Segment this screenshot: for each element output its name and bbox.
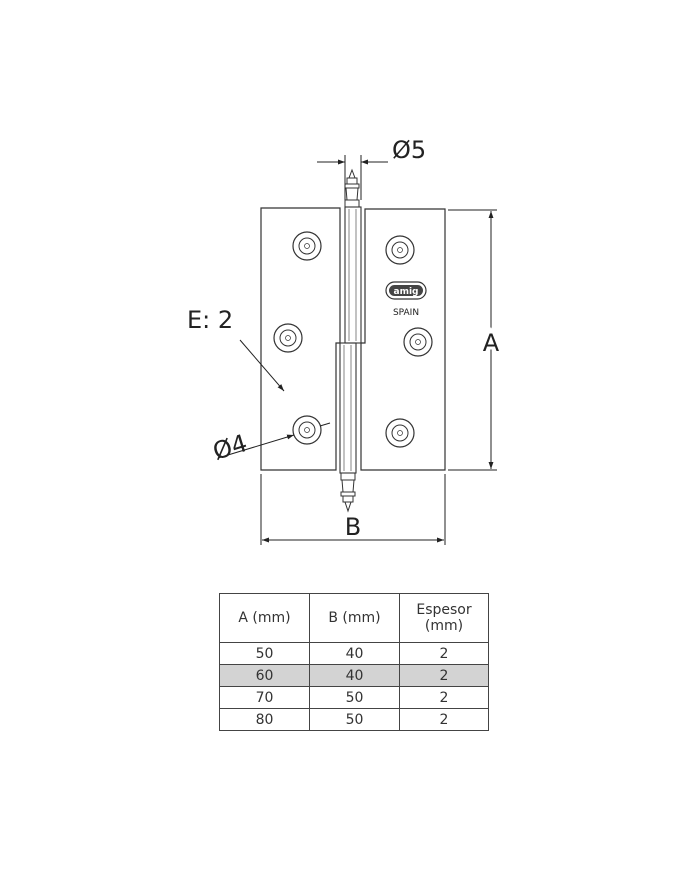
cell-thickness: 2	[399, 686, 489, 709]
screw-hole	[385, 418, 415, 448]
origin-text: SPAIN	[393, 308, 419, 318]
pin-diameter-label: Ø5	[392, 136, 426, 164]
header-b: B (mm)	[309, 593, 400, 643]
right-leaf	[360, 208, 446, 471]
table-header-row: A (mm) B (mm) Espesor (mm)	[219, 593, 489, 643]
cell-a: 80	[219, 708, 310, 731]
bottom-finial	[340, 472, 356, 513]
cell-a: 70	[219, 686, 310, 709]
cell-thickness: 2	[399, 642, 489, 665]
thickness-label: E: 2	[187, 306, 233, 334]
cell-b: 50	[309, 708, 400, 731]
screw-hole	[385, 235, 415, 265]
table-row: 70 50 2	[219, 686, 489, 709]
cell-a: 60	[219, 664, 310, 687]
table-row: 50 40 2	[219, 642, 489, 665]
brand-logo: amig	[385, 281, 427, 300]
height-label: A	[483, 329, 500, 357]
cell-a: 50	[219, 642, 310, 665]
pin-diameter-dimension	[317, 155, 388, 200]
header-a: A (mm)	[219, 593, 310, 643]
top-finial	[344, 168, 360, 208]
cell-b: 40	[309, 664, 400, 687]
cell-thickness: 2	[399, 708, 489, 731]
screw-hole	[403, 327, 433, 357]
height-dimension	[448, 209, 497, 471]
logo-text: amig	[394, 287, 419, 297]
left-leaf	[260, 207, 341, 471]
pin-barrel	[339, 206, 362, 474]
width-label: B	[345, 513, 361, 541]
dimensions-table: A (mm) B (mm) Espesor (mm) 50 40 2 60 40…	[219, 593, 489, 731]
hinge-drawing: amig SPAIN Ø5 E: 2 Ø4 A B	[187, 136, 500, 545]
hole-leader	[217, 434, 295, 459]
screw-hole	[292, 415, 322, 445]
table-row: 60 40 2	[219, 664, 489, 687]
cell-thickness: 2	[399, 664, 489, 687]
width-dimension	[260, 474, 446, 545]
hole-diameter-label: Ø4	[210, 429, 251, 466]
screw-hole	[292, 231, 322, 261]
screw-hole	[273, 323, 303, 353]
cell-b: 40	[309, 642, 400, 665]
header-thickness: Espesor (mm)	[399, 593, 489, 643]
cell-b: 50	[309, 686, 400, 709]
table-row: 80 50 2	[219, 708, 489, 731]
thickness-leader	[239, 339, 285, 392]
